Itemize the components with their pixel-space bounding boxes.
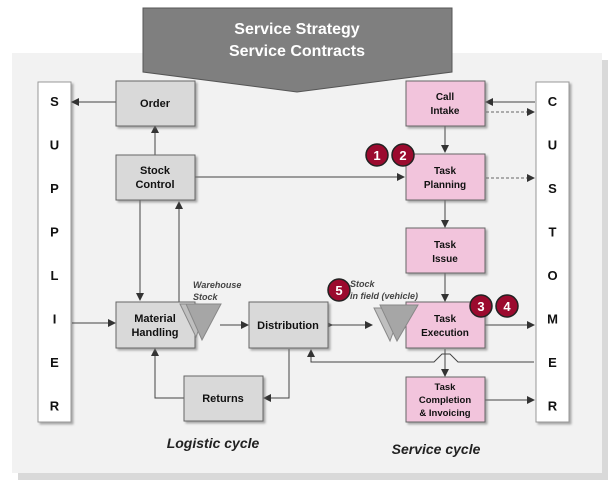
task-issue-box[interactable] (405, 227, 486, 274)
warehouse-stock-label-2: Stock (193, 292, 219, 302)
task-planning-label-2: Planning (424, 180, 466, 191)
badge-1: 1 (365, 143, 389, 167)
svg-text:4: 4 (503, 299, 511, 314)
stock-control-label-2: Control (135, 179, 174, 191)
svg-text:3: 3 (477, 299, 484, 314)
distribution-label: Distribution (257, 320, 319, 332)
task-execution-label-2: Execution (421, 328, 469, 339)
task-completion-label-2: Completion (419, 395, 471, 406)
task-issue-label-1: Task (434, 240, 456, 251)
badge-3: 3 (469, 294, 493, 318)
customer-letter: M (547, 312, 558, 327)
returns-box[interactable] (183, 375, 264, 422)
warehouse-stock-label-1: Warehouse (193, 280, 241, 290)
svg-text:5: 5 (335, 283, 342, 298)
supplier-letter: E (50, 355, 59, 370)
customer-letter: E (548, 355, 557, 370)
stock-control-box[interactable] (115, 154, 196, 201)
task-planning-box[interactable] (405, 153, 486, 201)
supplier-letter: P (50, 225, 59, 240)
badge-5: 5 (327, 278, 351, 302)
background-panel (12, 53, 602, 473)
badge-4: 4 (495, 294, 519, 318)
arrow-returns-to-material (151, 348, 184, 399)
badge-2: 2 (391, 143, 415, 167)
supplier-letter: I (53, 312, 57, 327)
returns-label: Returns (202, 393, 244, 405)
svg-text:2: 2 (399, 148, 406, 163)
order-box[interactable] (115, 80, 196, 127)
field-stock-icon (373, 304, 419, 343)
supplier-letter: S (50, 94, 59, 109)
task-execution-label-1: Task (434, 314, 456, 325)
supplier-letter: P (50, 181, 59, 196)
material-handling-label-1: Material (134, 313, 176, 325)
warehouse-stock-icon (179, 303, 222, 342)
field-stock-label-2: in field (vehicle) (350, 291, 418, 301)
arrow-distribution-to-returns (263, 349, 290, 402)
dashed-connectors (486, 108, 535, 182)
material-handling-label-2: Handling (131, 327, 178, 339)
task-issue-label-2: Issue (432, 254, 458, 265)
stock-control-label-1: Stock (140, 165, 171, 177)
call-intake-box[interactable] (405, 80, 486, 127)
order-label: Order (140, 98, 171, 110)
customer-letter: O (547, 268, 557, 283)
banner-line-1: Service Strategy (234, 21, 360, 38)
customer-letter: T (549, 225, 557, 240)
task-completion-label-1: Task (435, 382, 457, 393)
logistic-boxes: Order Stock Control Material Handling Di… (115, 80, 329, 422)
call-intake-label-2: Intake (431, 106, 460, 117)
strategy-banner (142, 7, 453, 93)
logistic-cycle-label: Logistic cycle (167, 435, 260, 451)
customer-letter: C (548, 94, 558, 109)
distribution-box[interactable] (248, 301, 329, 349)
customer-column (535, 81, 570, 423)
call-intake-label-1: Call (436, 92, 455, 103)
banner-line-2: Service Contracts (229, 43, 365, 60)
supplier-letter: U (50, 138, 59, 153)
service-cycle-label: Service cycle (392, 441, 481, 457)
task-planning-label-1: Task (434, 166, 456, 177)
supplier-letters: S U P P L I E R (50, 94, 60, 414)
task-completion-box[interactable] (405, 376, 486, 423)
field-stock-label-1: Stock (350, 279, 376, 289)
supplier-letter: R (50, 399, 60, 414)
supplier-column (37, 81, 72, 423)
svg-text:1: 1 (373, 148, 380, 163)
service-boxes: Call Intake Task Planning Task Issue Tas… (405, 80, 486, 423)
supplier-letter: L (51, 268, 59, 283)
customer-letters: C U S T O M E R (547, 94, 558, 414)
customer-letter: U (548, 138, 557, 153)
connectors (71, 98, 535, 404)
customer-letter: S (548, 181, 557, 196)
arrow-feedback-to-distribution (307, 349, 534, 363)
customer-letter: R (548, 399, 558, 414)
task-completion-label-3: & Invoicing (419, 408, 470, 419)
